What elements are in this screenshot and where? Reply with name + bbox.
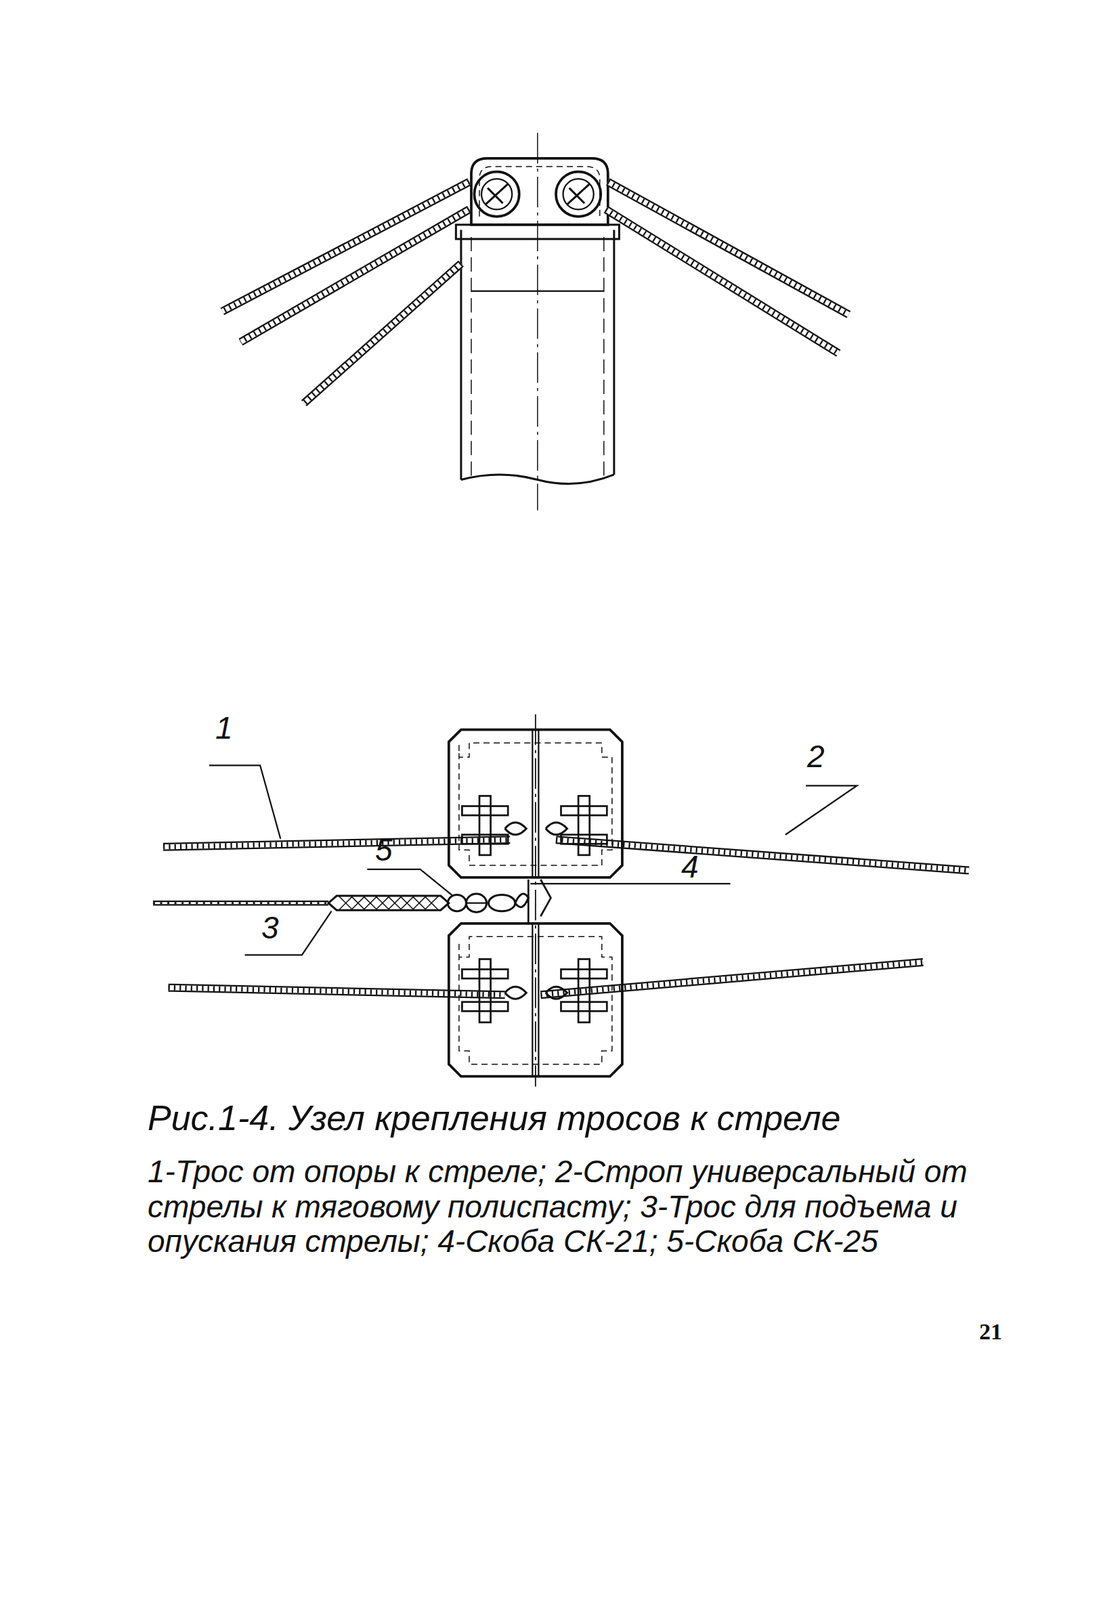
rope	[606, 209, 839, 353]
rope-core	[168, 987, 506, 996]
rope	[241, 209, 470, 342]
callout-number: 3	[261, 910, 279, 946]
rope-core	[163, 839, 510, 848]
rope-core	[304, 263, 462, 403]
rope-strand	[555, 839, 969, 871]
callout-number: 2	[807, 739, 825, 775]
callout-number: 5	[375, 832, 393, 869]
rope-strand	[168, 987, 506, 996]
rope	[555, 839, 969, 871]
rope	[168, 987, 506, 996]
rope-core	[555, 839, 969, 871]
rope-core	[606, 209, 839, 353]
rope	[540, 962, 923, 995]
parts-list: 1-Трос от опоры к стреле; 2-Строп универ…	[147, 1154, 1069, 1260]
rope-strand	[608, 182, 850, 315]
rope-strand	[241, 209, 470, 342]
callout-number: 4	[681, 849, 699, 886]
rope	[608, 182, 850, 315]
rope	[163, 839, 510, 848]
rope-core	[241, 209, 470, 342]
rope-core	[608, 182, 850, 315]
page-number: 21	[979, 1319, 1003, 1345]
rope	[304, 263, 462, 403]
rope-core	[540, 962, 923, 995]
rope-strand	[304, 263, 462, 403]
callout-number: 1	[215, 711, 233, 747]
rope-strand	[606, 209, 839, 353]
figure-caption: Рис.1-4. Узел крепления тросов к стреле	[147, 1098, 842, 1138]
rope-strand	[540, 962, 923, 995]
rope-strand	[163, 839, 510, 848]
